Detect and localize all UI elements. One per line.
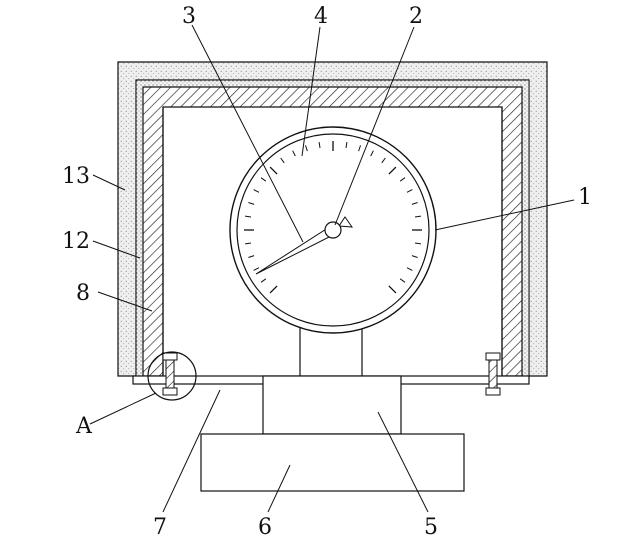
dial-tick	[253, 267, 260, 271]
leader-1	[434, 199, 575, 231]
leader-7	[162, 389, 221, 513]
lower-housing	[200, 433, 465, 492]
left-bolt	[162, 352, 178, 396]
label-3: 3	[182, 4, 196, 29]
label-4: 4	[314, 4, 328, 29]
label-12: 12	[62, 229, 90, 254]
leader-2	[334, 26, 415, 226]
dial-tick	[388, 285, 397, 294]
detail-circle-a	[147, 351, 197, 401]
gauge-dial-ticks	[244, 141, 422, 294]
dial-tick	[414, 242, 421, 245]
dial-tick	[411, 202, 418, 205]
dial-tick	[345, 142, 348, 149]
label-2: 2	[409, 4, 423, 29]
dial-tick	[406, 189, 413, 193]
dial-tick	[245, 242, 252, 245]
dial-tick	[381, 157, 386, 164]
dial-tick	[399, 278, 406, 283]
right-bolt	[485, 352, 501, 396]
needle-hub	[324, 221, 342, 239]
label-6: 6	[258, 515, 272, 540]
dial-tick	[269, 166, 278, 175]
dial-tick	[260, 177, 267, 182]
leader-a	[89, 392, 157, 425]
dial-tick	[388, 166, 397, 175]
leader-6	[267, 464, 291, 513]
dial-tick	[305, 145, 308, 152]
leader-3	[191, 24, 304, 243]
label-8: 8	[76, 281, 90, 306]
label-5: 5	[424, 515, 438, 540]
dial-tick	[269, 285, 278, 294]
connector-block	[262, 375, 402, 435]
leader-4	[301, 26, 321, 157]
dial-tick	[245, 215, 252, 218]
dial-tick	[414, 215, 421, 218]
leader-8	[97, 291, 153, 312]
label-13: 13	[62, 164, 90, 189]
leader-5	[377, 411, 429, 513]
dial-tick	[411, 255, 418, 258]
needle-tail	[338, 216, 354, 228]
label-a: A	[75, 414, 93, 439]
pressure-gauge	[229, 126, 437, 334]
dial-tick	[358, 145, 361, 152]
dial-tick	[399, 177, 406, 182]
dial-tick	[318, 142, 321, 149]
dial-tick	[370, 150, 374, 157]
dial-tick	[248, 202, 255, 205]
dial-tick	[406, 267, 413, 271]
dial-tick	[292, 150, 296, 157]
dial-tick	[248, 255, 255, 258]
label-7: 7	[153, 515, 167, 540]
label-1: 1	[578, 185, 592, 210]
dial-tick	[280, 157, 285, 164]
dial-tick	[253, 189, 260, 193]
dial-tick	[260, 278, 267, 283]
leader-12	[92, 240, 141, 259]
leader-13	[92, 174, 126, 191]
